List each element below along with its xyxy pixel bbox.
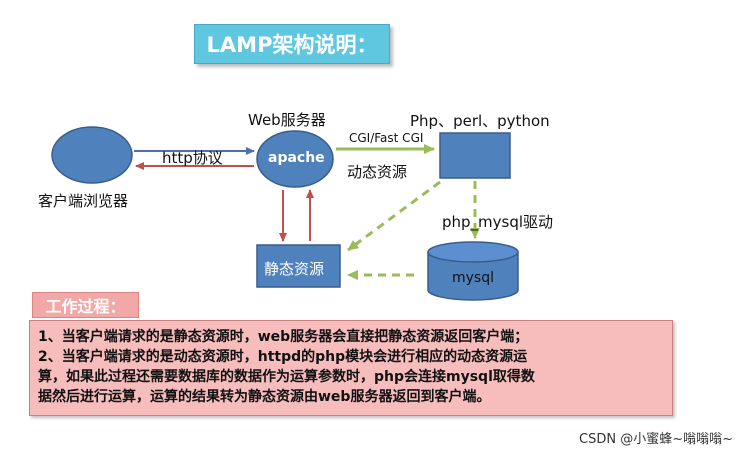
client-browser-node	[51, 126, 133, 184]
mysql-label: mysql	[452, 270, 494, 286]
diagram-title: LAMP架构说明：	[194, 24, 390, 64]
client-label: 客户端浏览器	[38, 192, 129, 210]
work-line-3: 算，如果此过程还需要数据库的数据作为运算参数时，php会连接mysql取得数	[38, 369, 535, 385]
web-server-label: Web服务器	[248, 111, 326, 129]
mysql-database-node	[427, 241, 519, 301]
static-resource-node	[256, 244, 341, 288]
work-line-4: 据然后进行运算，运算的结果转为静态资源由web服务器返回到客户端。	[38, 389, 491, 405]
dynamic-resource-label: 动态资源	[347, 163, 408, 181]
static-resource-label: 静态资源	[264, 260, 325, 278]
work-process-heading: 工作过程：	[32, 292, 139, 318]
apache-node	[256, 130, 334, 188]
php-to-static-arrow	[347, 180, 441, 252]
work-process-description: 1、当客户端请求的是静态资源时，web服务器会直接把静态资源返回客户端； 2、当…	[29, 320, 673, 416]
work-line-2: 2、当客户端请求的是动态资源时，httpd的php模块会进行相应的动态资源运	[38, 349, 528, 365]
work-line-1: 1、当客户端请求的是静态资源时，web服务器会直接把静态资源返回客户端；	[38, 329, 529, 345]
php-mysql-driver-label: php_mysql驱动	[442, 213, 554, 231]
php-node	[439, 132, 511, 179]
cgi-label: CGI/Fast CGI	[349, 131, 424, 145]
http-protocol-label: http协议	[162, 149, 223, 167]
php-perl-python-label: Php、perl、python	[410, 112, 550, 130]
watermark: CSDN @小蜜蜂~嗡嗡嗡~	[579, 432, 733, 447]
apache-label: apache	[268, 150, 325, 166]
